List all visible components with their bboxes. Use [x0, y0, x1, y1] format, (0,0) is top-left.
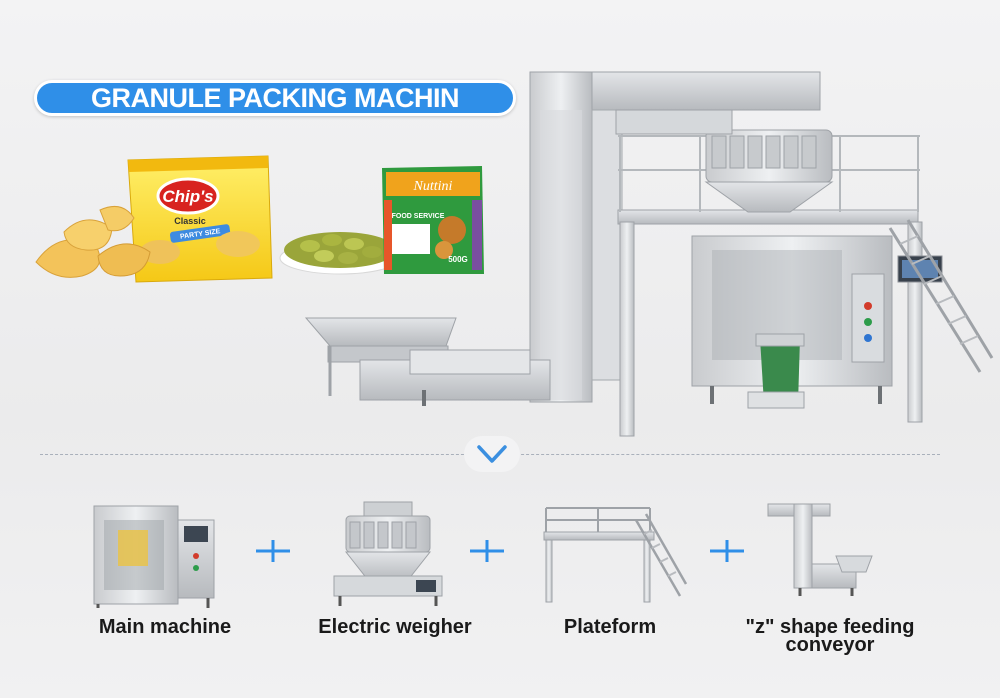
title-banner: GRANULE PACKING MACHIN: [34, 80, 516, 116]
chips-flavor-text: Classic: [174, 216, 206, 226]
packing-machine-image: [304, 71, 994, 437]
component-label-platform: Plateform: [563, 616, 657, 638]
hero-illustration: Chip's Classic PARTY SIZE: [35, 71, 994, 437]
page-title: GRANULE PACKING MACHIN: [91, 82, 460, 113]
expand-button[interactable]: [464, 436, 520, 472]
z-conveyor-image: [767, 503, 873, 596]
nut-weight-text: 500G: [448, 255, 468, 264]
plus-separator-icon: [710, 540, 744, 562]
platform-image: [543, 507, 688, 603]
chips-bag-image: Chip's Classic PARTY SIZE: [127, 155, 273, 283]
component-label-z-conveyor-line2: conveyor: [785, 634, 875, 656]
raisin-bowl-image: [279, 232, 401, 275]
plus-separator-icon: [256, 540, 290, 562]
component-label-main-machine: Main machine: [98, 616, 232, 638]
main-machine-image: [93, 505, 215, 608]
nut-bag-image: Nuttini FOOD SERVICE 500G: [382, 166, 484, 274]
electric-weigher-image: [333, 501, 443, 606]
chevron-down-icon: [477, 445, 507, 463]
plus-separator-icon: [470, 540, 504, 562]
component-label-z-conveyor-line1: "z" shape feeding: [745, 616, 915, 638]
chips-pile-image: [35, 205, 151, 278]
component-label-electric-weigher: Electric weigher: [318, 616, 472, 638]
component-label-z-conveyor: "z" shape feeding conveyor: [715, 616, 945, 656]
chips-brand-text: Chip's: [162, 187, 213, 206]
nut-brand-text: Nuttini: [413, 179, 453, 194]
nut-line-text: FOOD SERVICE: [392, 213, 445, 220]
